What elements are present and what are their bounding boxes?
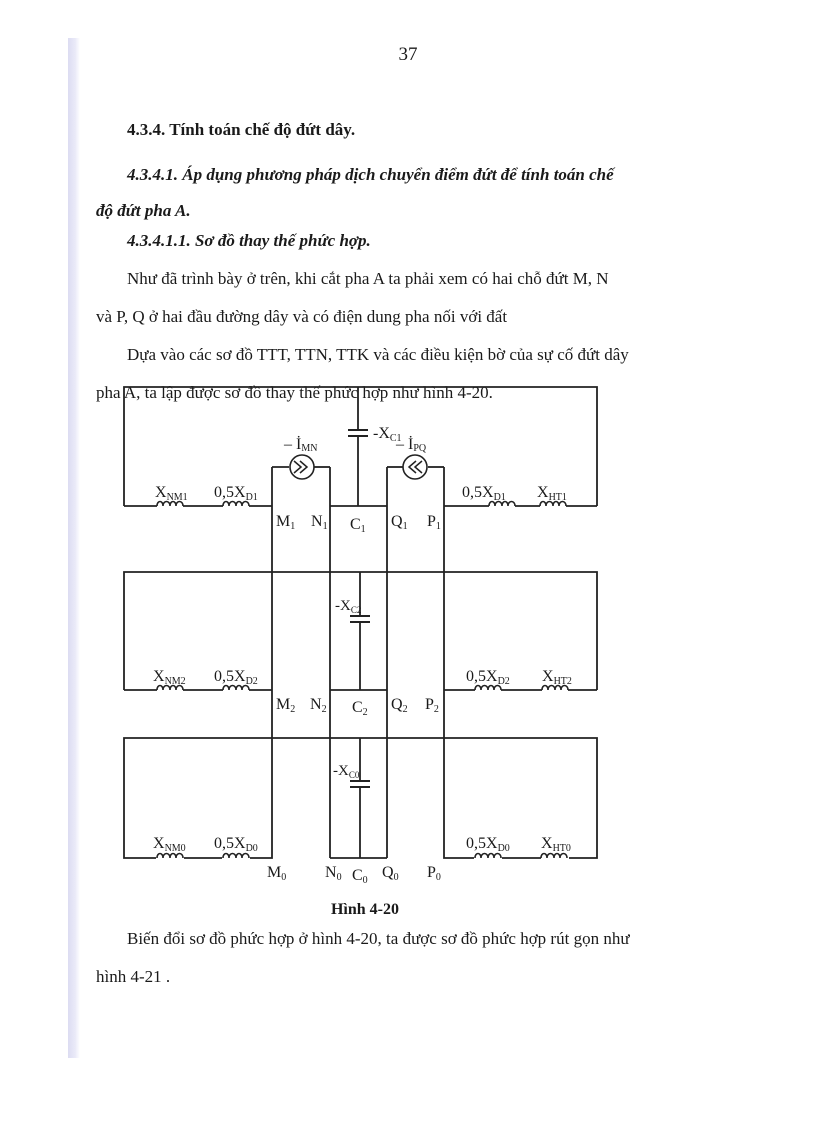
paragraph-3: Biến đổi sơ đồ phức hợp ở hình 4-20, ta …: [96, 920, 726, 996]
node-n0: N0: [325, 864, 342, 883]
node-m2: M2: [276, 696, 295, 715]
figure-caption: Hình 4-20: [0, 901, 710, 919]
paragraph-1: Như đã trình bày ở trên, khi cắt pha A t…: [96, 260, 726, 336]
label-ipq: – İPQ: [395, 435, 427, 454]
scan-edge-shading: [68, 38, 80, 1058]
node-m1: M1: [276, 513, 295, 532]
label-xht2: XHT2: [542, 668, 572, 687]
label-05xd1-right: 0,5XD1: [462, 484, 506, 503]
label-xc0: -XC0: [333, 763, 360, 780]
paragraph-3-line-2: hình 4-21 .: [96, 967, 171, 986]
node-q2: Q2: [391, 696, 408, 715]
section-heading: 4.3.4. Tính toán chế độ đứt dây.: [127, 120, 356, 139]
label-imn: – İMN: [283, 435, 317, 454]
paragraph-1-line-1: Như đã trình bày ở trên, khi cắt pha A t…: [127, 269, 609, 288]
node-c2: C2: [352, 699, 368, 718]
paragraph-3-line-1: Biến đổi sơ đồ phức hợp ở hình 4-20, ta …: [127, 929, 630, 948]
paragraph-1-line-2: và P, Q ở hai đầu đường dây và có điện d…: [96, 307, 508, 326]
row1-outer-loop: [123, 386, 598, 506]
label-05xd0-right: 0,5XD0: [466, 835, 510, 854]
figure-caption-text: Hình 4-20: [330, 901, 399, 918]
label-05xd2-left: 0,5XD2: [214, 668, 258, 687]
label-xht0: XHT0: [541, 835, 571, 854]
label-xnm1: XNM1: [155, 484, 188, 503]
node-c0: C0: [352, 867, 368, 886]
label-xnm2: XNM2: [153, 668, 186, 687]
node-m0: M0: [267, 864, 286, 883]
node-n2: N2: [310, 696, 327, 715]
node-p1: P1: [427, 513, 441, 532]
subsection-heading: 4.3.4.1. Áp dụng phương pháp dịch chuyển…: [96, 157, 726, 229]
current-source-mn-icon: [289, 454, 315, 480]
label-xht1: XHT1: [537, 484, 567, 503]
node-p2: P2: [425, 696, 439, 715]
paragraph-2-line-1: Dựa vào các sơ đồ TTT, TTN, TTK và các đ…: [127, 345, 629, 364]
subsubsection-heading: 4.3.4.1.1. Sơ đồ thay thế phức hợp.: [127, 231, 371, 250]
label-05xd2-right: 0,5XD2: [466, 668, 510, 687]
node-q0: Q0: [382, 864, 399, 883]
node-p0: P0: [427, 864, 441, 883]
label-xc1: -XC1: [373, 425, 402, 444]
label-xc2: -XC2: [335, 598, 361, 615]
current-source-pq-icon: [402, 454, 428, 480]
node-c1: C1: [350, 516, 366, 535]
label-xnm0: XNM0: [153, 835, 186, 854]
label-05xd1-left: 0,5XD1: [214, 484, 258, 503]
label-05xd0-left: 0,5XD0: [214, 835, 258, 854]
page-number: 37: [398, 44, 418, 65]
node-q1: Q1: [391, 513, 408, 532]
node-n1: N1: [311, 513, 328, 532]
subsection-heading-line-1: 4.3.4.1. Áp dụng phương pháp dịch chuyển…: [127, 165, 614, 184]
subsection-heading-line-2: độ đứt pha A.: [96, 201, 191, 220]
